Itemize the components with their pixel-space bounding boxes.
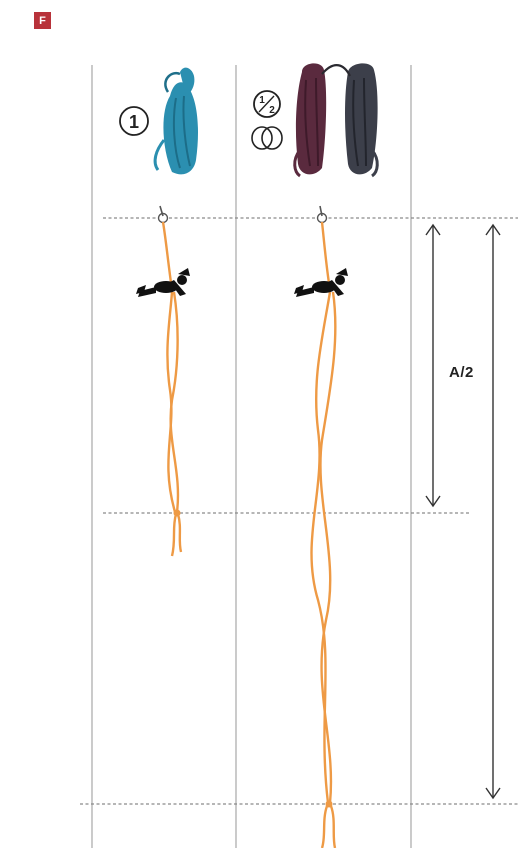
column-guides (92, 65, 411, 848)
svg-text:1: 1 (129, 112, 139, 132)
half-length-label: A/2 (449, 364, 474, 381)
climber-icon (136, 268, 190, 297)
double-ring-icon (252, 127, 282, 149)
single-rope-line (163, 222, 181, 556)
dimension-arrows (426, 225, 500, 798)
anchor-bolt-icon (318, 206, 327, 223)
panel-label-badge: F (34, 12, 51, 29)
circled-1-icon: 1 (120, 107, 148, 135)
half-rope-line (312, 222, 336, 848)
half-length-arrow (426, 225, 440, 506)
svg-text:1: 1 (259, 95, 265, 106)
reference-lines (80, 218, 518, 804)
full-length-arrow (486, 225, 500, 798)
climber-icon (294, 268, 348, 297)
svg-text:2: 2 (269, 105, 275, 116)
double-rope-coil-icon (295, 63, 378, 176)
anchor-bolt-icon (159, 206, 168, 223)
circled-half-icon: 1 2 (254, 91, 280, 117)
rope-coil-icon (155, 68, 198, 175)
